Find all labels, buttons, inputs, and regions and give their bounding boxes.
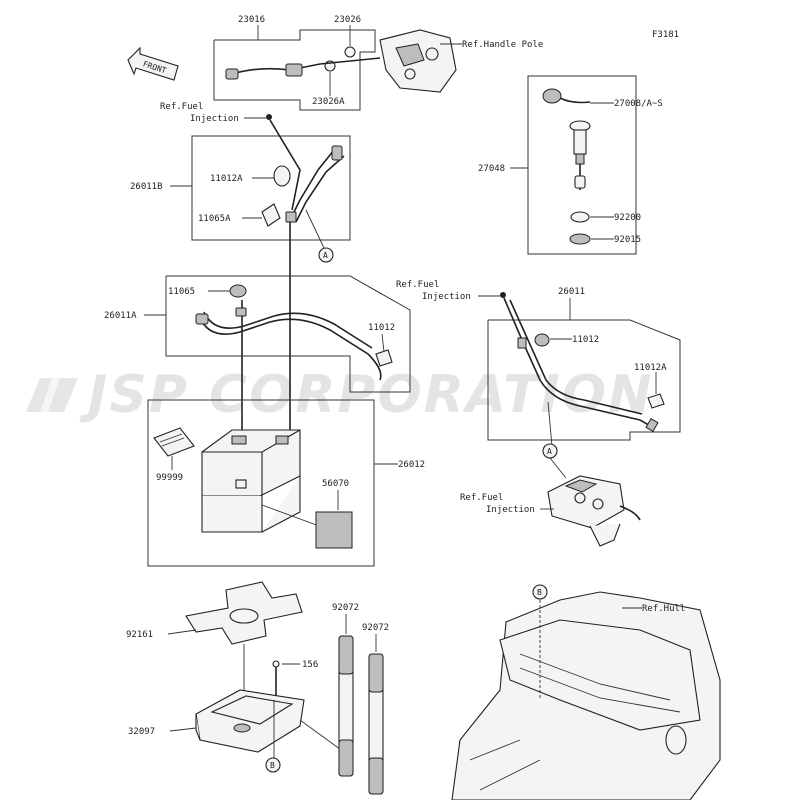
strap-92072-a: [338, 635, 354, 777]
label-92015: 92015: [614, 235, 641, 245]
callout-a-top: [318, 247, 334, 263]
label-11012-left: 11012: [368, 323, 395, 333]
label-11012A-right: 11012A: [634, 363, 667, 373]
relay-box-part: [547, 475, 641, 547]
label-92072-a: 92072: [332, 603, 359, 613]
label-26011B: 26011B: [130, 182, 163, 192]
label-92161: 92161: [126, 630, 153, 640]
label-156: 156: [302, 660, 318, 670]
label-11012-right: 11012: [572, 335, 599, 345]
callout-b-bottom: [265, 757, 281, 773]
label-26011: 26011: [558, 287, 585, 297]
nut-92015: [569, 233, 591, 245]
ref-fuel-injection-2-line1: Ref.Fuel: [396, 280, 439, 290]
warning-label-56070: [315, 511, 353, 549]
svg-text:A: A: [547, 447, 552, 456]
ref-hull: Ref.Hull: [642, 604, 685, 614]
label-56070: 56070: [322, 479, 349, 489]
cap-11012-left: [375, 349, 393, 367]
fuel-cap-part: [542, 88, 591, 104]
filler-neck-part: [569, 120, 591, 190]
front-arrow: FRONT: [127, 46, 179, 81]
strap-92072-b: [368, 653, 384, 795]
frame-26012: [147, 399, 375, 567]
harness-26011B: [269, 119, 345, 223]
label-sheet-99999: [153, 427, 195, 457]
label-92200: 92200: [614, 213, 641, 223]
label-26011A: 26011A: [104, 311, 137, 321]
label-23026A: 23026A: [312, 97, 345, 107]
frame-26011: [487, 319, 681, 441]
label-26012: 26012: [398, 460, 425, 470]
label-32097: 32097: [128, 727, 155, 737]
hull-part: [451, 591, 721, 800]
svg-text:B: B: [537, 588, 542, 597]
frame-23016: [213, 29, 376, 111]
ref-fuel-injection-2-line2: Injection: [422, 292, 471, 302]
cap-11065A: [261, 203, 281, 227]
cap-11012A: [273, 165, 291, 187]
cap-11012-right: [534, 333, 550, 347]
label-27008: 27008/A~S: [614, 99, 663, 109]
label-92072-b: 92072: [362, 623, 389, 633]
ref-fuel-injection-3-line1: Ref.Fuel: [460, 493, 503, 503]
harness-26011A: [195, 307, 382, 381]
switch-harness: [225, 57, 381, 80]
harness-26011: [503, 297, 659, 433]
svg-text:B: B: [270, 761, 275, 770]
ref-fuel-injection-3-line2: Injection: [486, 505, 535, 515]
figure-id: F3181: [652, 30, 679, 40]
label-11065A: 11065A: [198, 214, 231, 224]
label-23016: 23016: [238, 15, 265, 25]
watermark-logo: JSP CORPORATION: [26, 365, 654, 425]
ref-handle-pole: Ref.Handle Pole: [462, 40, 543, 50]
frame-26011A: [165, 275, 411, 393]
label-27048: 27048: [478, 164, 505, 174]
callout-b-hull: [532, 584, 548, 600]
cap-11065: [229, 284, 247, 298]
pad-92161: [185, 581, 303, 645]
label-23026: 23026: [334, 15, 361, 25]
bolt-156: [272, 660, 280, 696]
ref-fuel-injection-1-line1: Ref.Fuel: [160, 102, 203, 112]
label-11012A-top: 11012A: [210, 174, 243, 184]
washer-92200: [570, 211, 590, 223]
battery-case-32097: [195, 689, 305, 753]
label-11065: 11065: [168, 287, 195, 297]
handle-pole-part: [379, 29, 457, 93]
svg-text:A: A: [323, 251, 328, 260]
label-99999: 99999: [156, 473, 183, 483]
cap-11012A-right: [647, 393, 665, 409]
frame-26011B: [191, 135, 351, 241]
frame-27048: [527, 75, 637, 255]
ref-fuel-injection-1-line2: Injection: [190, 114, 239, 124]
watermark-text: JSP CORPORATION: [79, 365, 654, 425]
battery-part: [201, 429, 301, 533]
